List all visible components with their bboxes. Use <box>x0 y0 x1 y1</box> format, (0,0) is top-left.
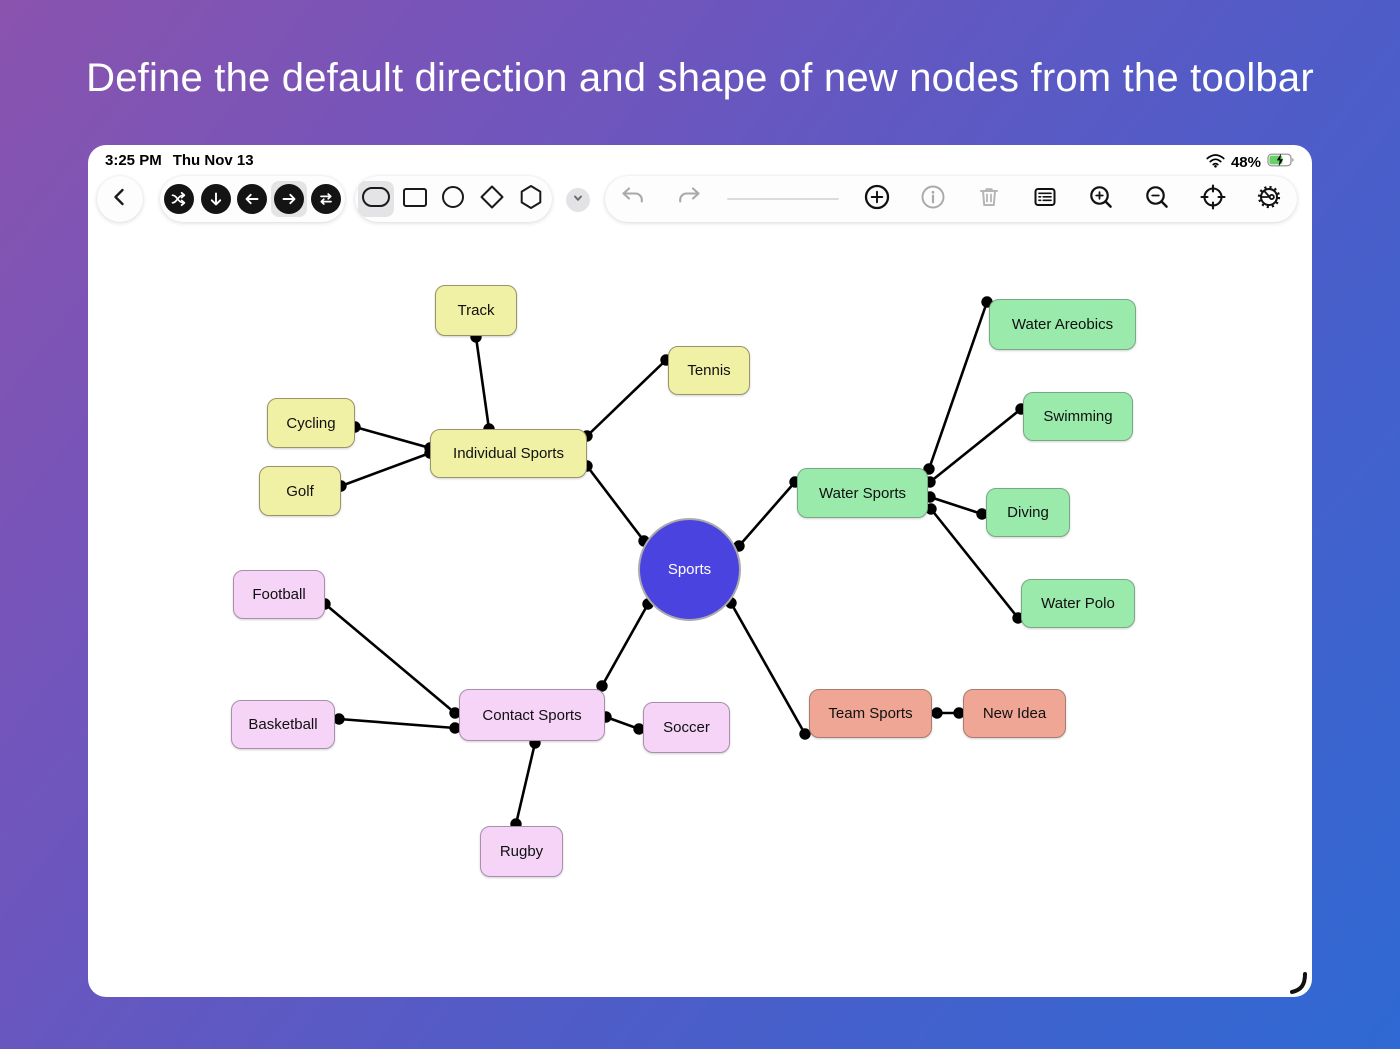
node-contact-sports[interactable]: Contact Sports <box>459 689 605 741</box>
node-tennis[interactable]: Tennis <box>668 346 750 395</box>
trash-icon <box>975 183 1003 216</box>
arrow-right-icon <box>274 184 305 214</box>
crosshair-icon <box>1199 183 1227 216</box>
arrow-left-icon <box>237 184 268 214</box>
direction-toolbar <box>160 176 345 222</box>
shuffle-arrows-icon <box>163 184 194 214</box>
stadium-icon <box>358 179 394 220</box>
direction-right-button[interactable] <box>271 181 308 217</box>
node-basketball[interactable]: Basketball <box>231 700 335 749</box>
mindmap-edges <box>319 296 1307 994</box>
node-individual-sports[interactable]: Individual Sports <box>430 429 587 478</box>
node-football[interactable]: Football <box>233 570 325 619</box>
direction-auto-button[interactable] <box>161 181 197 217</box>
rectangle-icon <box>397 179 433 220</box>
action-toolbar <box>605 176 1297 222</box>
zoom-out-button[interactable] <box>1139 181 1175 217</box>
status-time: 3:25 PM <box>105 152 162 169</box>
node-water-areobics[interactable]: Water Areobics <box>989 299 1136 350</box>
add-node-button[interactable] <box>859 181 895 217</box>
node-water-polo[interactable]: Water Polo <box>1021 579 1135 628</box>
toolbar-divider <box>727 198 839 200</box>
diamond-icon <box>474 179 510 220</box>
shape-diamond-button[interactable] <box>474 181 510 217</box>
redo-button[interactable] <box>671 181 707 217</box>
node-water-sports[interactable]: Water Sports <box>797 468 928 518</box>
zoom-in-icon <box>1087 183 1115 216</box>
node-sports[interactable]: Sports <box>638 518 741 621</box>
chevron-left-icon <box>110 187 130 212</box>
direction-down-button[interactable] <box>198 181 234 217</box>
shape-circle-button[interactable] <box>435 181 471 217</box>
back-button[interactable] <box>97 176 143 222</box>
direction-both-button[interactable] <box>308 181 344 217</box>
node-cycling[interactable]: Cycling <box>267 398 355 448</box>
app-screenshot: 3:25 PM Thu Nov 13 48% <box>88 145 1312 997</box>
undo-button[interactable] <box>615 181 651 217</box>
redo-icon <box>675 183 703 216</box>
node-diving[interactable]: Diving <box>986 488 1070 537</box>
collapse-toolbar-button[interactable] <box>566 188 590 212</box>
swap-arrows-icon <box>311 184 342 214</box>
wifi-icon <box>1206 153 1225 172</box>
shape-rectangle-button[interactable] <box>397 181 433 217</box>
chevron-down-icon <box>572 191 584 209</box>
plus-circle-icon <box>863 183 891 216</box>
outline-list-icon <box>1031 183 1059 216</box>
corner-swoosh <box>1290 972 1307 994</box>
shape-rounded-rect-button[interactable] <box>357 179 394 220</box>
settings-button[interactable] <box>1251 181 1287 217</box>
node-rugby[interactable]: Rugby <box>480 826 563 877</box>
shape-toolbar <box>355 176 552 222</box>
shape-hexagon-button[interactable] <box>513 181 549 217</box>
node-team-sports[interactable]: Team Sports <box>809 689 932 738</box>
info-icon <box>919 183 947 216</box>
arrow-down-icon <box>200 184 231 214</box>
page-title: Define the default direction and shape o… <box>86 56 1314 100</box>
center-map-button[interactable] <box>1195 181 1231 217</box>
battery-percent: 48% <box>1230 153 1261 171</box>
status-date: Thu Nov 13 <box>172 152 254 169</box>
status-bar: 3:25 PM Thu Nov 13 48% <box>88 152 1312 174</box>
zoom-out-icon <box>1143 183 1171 216</box>
outline-button[interactable] <box>1027 181 1063 217</box>
hexagon-icon <box>513 179 549 220</box>
info-button[interactable] <box>915 181 951 217</box>
node-track[interactable]: Track <box>435 285 517 336</box>
node-golf[interactable]: Golf <box>259 466 341 516</box>
battery-charging-icon <box>1267 152 1297 172</box>
direction-left-button[interactable] <box>234 181 270 217</box>
node-soccer[interactable]: Soccer <box>643 702 730 753</box>
node-swimming[interactable]: Swimming <box>1023 392 1133 441</box>
gear-icon <box>1255 183 1283 216</box>
circle-icon <box>435 179 471 220</box>
undo-icon <box>619 183 647 216</box>
delete-button[interactable] <box>971 181 1007 217</box>
zoom-in-button[interactable] <box>1083 181 1119 217</box>
node-new-idea[interactable]: New Idea <box>963 689 1066 738</box>
